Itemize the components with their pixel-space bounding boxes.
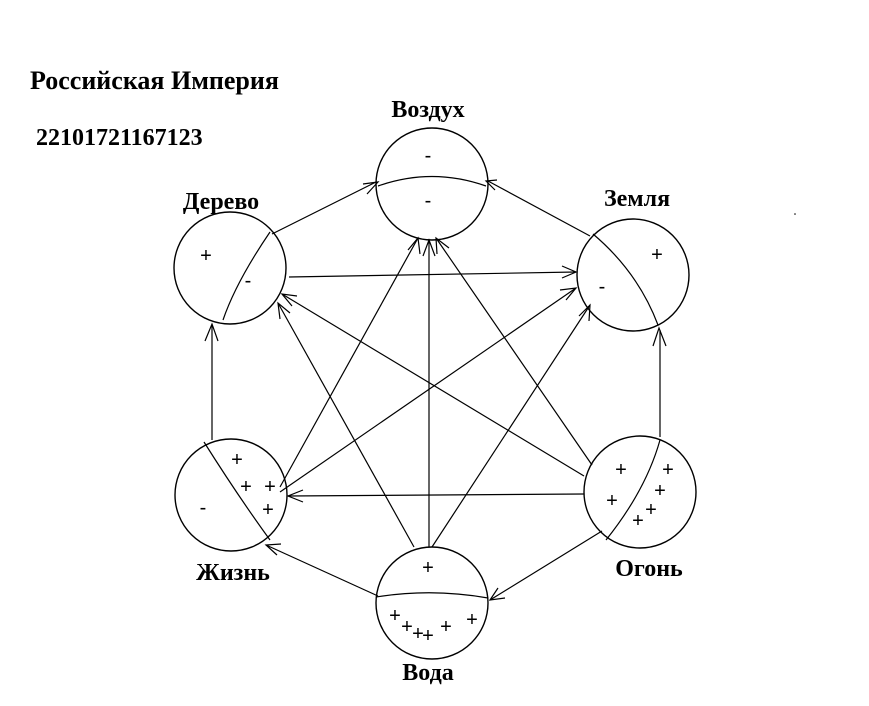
sign-zhizn-right-2: + xyxy=(264,476,276,498)
sign-voda-top-0: + xyxy=(422,557,434,579)
arrow-zhizn-zemlya xyxy=(279,287,577,493)
arrowhead-ogon-derevo xyxy=(280,293,298,307)
arrowhead-ogon-zemlya xyxy=(652,326,667,347)
sign-ogon-right-3: + xyxy=(632,510,644,532)
divider-zemlya xyxy=(592,233,659,326)
label-zemlya: Земля xyxy=(604,186,670,212)
arrow-ogon-voda xyxy=(489,530,603,601)
arrowhead-zemlya-vozdukh xyxy=(484,179,498,191)
label-vozdukh: Воздух xyxy=(391,97,464,123)
sign-ogon-right-0: + xyxy=(662,459,674,481)
divider-zhizn xyxy=(203,441,271,541)
sign-voda-bottom-0: + xyxy=(389,605,401,627)
sign-ogon-left-0: + xyxy=(615,459,627,481)
sign-zemlya-right-0: + xyxy=(651,244,663,266)
label-voda: Вода xyxy=(402,660,453,686)
divider-vozdukh xyxy=(377,175,487,187)
diagram-title: Российская Империя xyxy=(30,66,279,95)
label-ogon: Огонь xyxy=(615,556,683,582)
circle-ogon xyxy=(583,435,697,549)
arrowhead-voda-vozdukh xyxy=(422,238,436,257)
sign-derevo-right-0: - xyxy=(245,270,252,292)
divider-ogon xyxy=(605,439,661,541)
arrow-voda-zemlya xyxy=(431,304,591,548)
circle-zhizn xyxy=(174,438,288,552)
arrows-layer xyxy=(204,179,667,601)
sign-voda-bottom-1: + xyxy=(401,616,413,638)
arrow-derevo-zemlya xyxy=(288,271,577,278)
sign-zhizn-left-0: - xyxy=(200,497,207,519)
sign-voda-bottom-2: + xyxy=(422,625,434,647)
circle-zemlya xyxy=(576,218,690,332)
stray-dot xyxy=(794,213,796,215)
arrowhead-ogon-vozdukh xyxy=(435,236,450,255)
sign-vozdukh-top-0: - xyxy=(425,145,432,167)
arrowhead-zhizn-zemlya xyxy=(559,287,578,301)
label-derevo: Дерево xyxy=(183,189,259,215)
arrowhead-voda-zhizn xyxy=(264,543,282,556)
circle-vozdukh xyxy=(375,127,489,241)
arrow-derevo-vozdukh xyxy=(271,181,377,235)
arrowhead-derevo-zemlya xyxy=(561,265,578,279)
arrow-ogon-derevo xyxy=(281,293,585,477)
sign-voda-bottom-5: + xyxy=(412,623,424,645)
arrow-zemlya-vozdukh xyxy=(487,180,591,237)
divider-voda xyxy=(375,592,489,599)
label-zhizn: Жизнь xyxy=(196,560,270,586)
arrow-ogon-zhizn xyxy=(287,493,585,497)
arrowhead-voda-zemlya xyxy=(578,303,591,322)
sign-ogon-left-1: + xyxy=(606,490,618,512)
arrowhead-ogon-voda xyxy=(488,587,506,601)
arrowhead-zhizn-derevo xyxy=(204,322,219,342)
arrow-voda-derevo xyxy=(277,302,415,548)
circle-derevo xyxy=(173,211,287,325)
arrow-zhizn-vozdukh xyxy=(279,237,419,488)
divider-derevo xyxy=(222,231,271,321)
arrowhead-derevo-vozdukh xyxy=(362,181,380,195)
arrow-ogon-vozdukh xyxy=(435,237,593,466)
arrowhead-ogon-zhizn xyxy=(286,489,304,503)
sign-zhizn-right-3: + xyxy=(262,499,274,521)
sign-voda-bottom-3: + xyxy=(440,616,452,638)
arrow-voda-zhizn xyxy=(265,544,379,597)
diagram-code: 22101721167123 xyxy=(36,125,203,151)
sign-ogon-right-2: + xyxy=(645,499,657,521)
arrowhead-voda-derevo xyxy=(277,301,291,320)
sign-derevo-left-0: + xyxy=(200,245,212,267)
sign-zhizn-right-1: + xyxy=(240,476,252,498)
sign-zemlya-left-0: - xyxy=(599,276,606,298)
sign-ogon-right-1: + xyxy=(654,480,666,502)
sign-voda-bottom-4: + xyxy=(466,609,478,631)
sign-zhizn-right-0: + xyxy=(231,449,243,471)
arrowhead-zhizn-vozdukh xyxy=(407,236,421,255)
sign-vozdukh-bottom-0: - xyxy=(425,190,432,212)
